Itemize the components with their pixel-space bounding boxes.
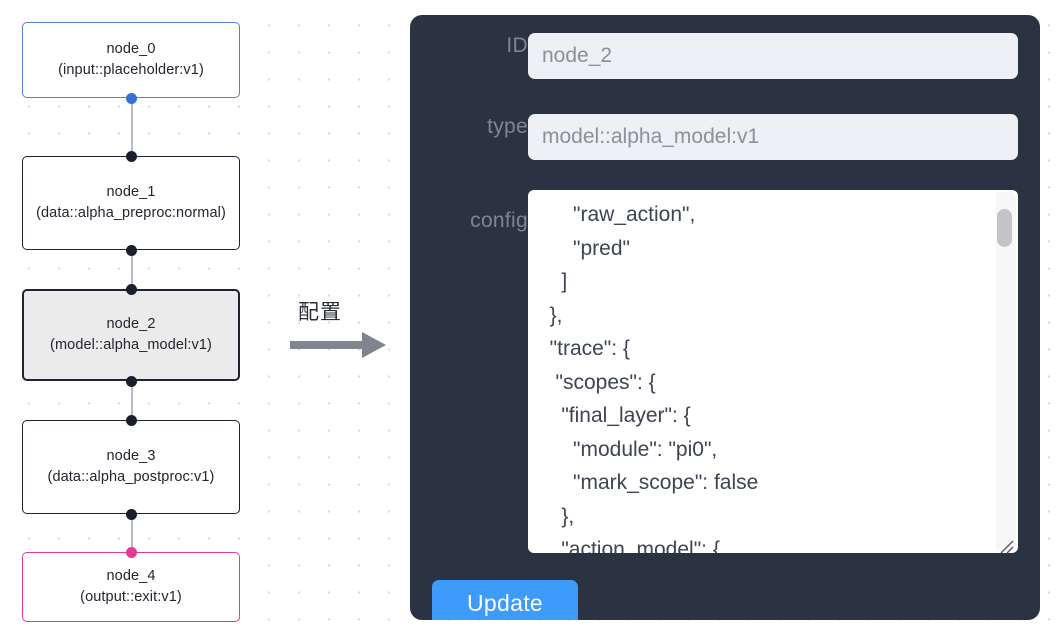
id-input[interactable] [528, 33, 1018, 79]
node4-input-handle[interactable] [126, 547, 137, 558]
edge-node1-node2 [130, 249, 133, 291]
edge-node0-node1 [130, 96, 133, 156]
node1-output-handle[interactable] [126, 245, 137, 256]
type-field-label: type [487, 115, 528, 138]
node-subtitle: (data::alpha_preproc:normal) [36, 205, 226, 221]
type-field-row: type [428, 114, 1018, 160]
node-title: node_3 [106, 448, 156, 464]
arrow-right-icon [290, 332, 386, 358]
arrow-label: 配置 [298, 300, 342, 324]
graph-node-node_0[interactable]: node_0 (input::placeholder:v1) [22, 22, 240, 98]
graph-node-node_1[interactable]: node_1 (data::alpha_preproc:normal) [22, 156, 240, 250]
node2-input-handle[interactable] [126, 284, 137, 295]
graph-node-node_2[interactable]: node_2 (model::alpha_model:v1) [22, 289, 240, 381]
config-field-row: config "raw_action", "pred" ] }, "trace"… [428, 190, 1018, 558]
node-title: node_0 [106, 41, 156, 57]
node-subtitle: (output::exit:v1) [80, 589, 182, 605]
config-field-label: config [470, 209, 528, 232]
resize-grip-icon[interactable] [996, 536, 1016, 556]
node-subtitle: (data::alpha_postproc:v1) [47, 469, 215, 485]
config-textarea-wrapper: "raw_action", "pred" ] }, "trace": { "sc… [528, 190, 1018, 558]
config-scrollbar-thumb[interactable] [997, 209, 1012, 247]
node-title: node_1 [106, 184, 156, 200]
graph-node-node_4[interactable]: node_4 (output::exit:v1) [22, 552, 240, 622]
node3-output-handle[interactable] [126, 509, 137, 520]
id-field-label: ID [506, 34, 528, 57]
node-properties-panel: ID type config "raw_action", "pred" ] },… [410, 15, 1040, 620]
id-field-row: ID [428, 33, 1018, 79]
node-title: node_4 [106, 568, 156, 584]
edge-node2-node3 [130, 380, 133, 420]
node-subtitle: (input::placeholder:v1) [58, 62, 204, 78]
node0-output-handle[interactable] [126, 93, 137, 104]
node1-input-handle[interactable] [126, 151, 137, 162]
edge-node3-node4 [130, 512, 133, 554]
annotation-arrow-group: 配置 [290, 296, 395, 362]
flow-canvas[interactable]: node_0 (input::placeholder:v1) node_1 (d… [0, 0, 400, 643]
node-title: node_2 [106, 316, 156, 332]
node3-input-handle[interactable] [126, 415, 137, 426]
node2-output-handle[interactable] [126, 376, 137, 387]
config-textarea[interactable]: "raw_action", "pred" ] }, "trace": { "sc… [528, 190, 1018, 553]
type-input[interactable] [528, 114, 1018, 160]
graph-node-node_3[interactable]: node_3 (data::alpha_postproc:v1) [22, 420, 240, 514]
node-subtitle: (model::alpha_model:v1) [50, 337, 212, 353]
update-button[interactable]: Update [432, 580, 578, 620]
config-scrollbar-track[interactable] [996, 192, 1016, 551]
